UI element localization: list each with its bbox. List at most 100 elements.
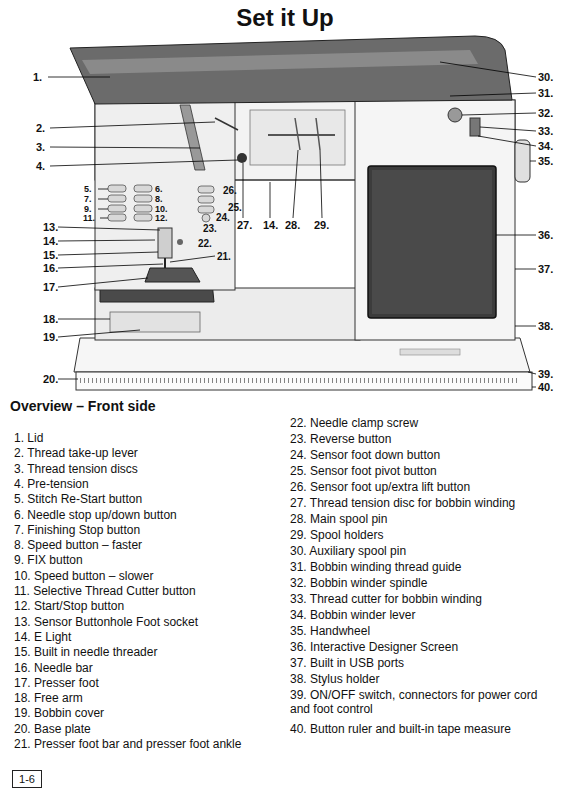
callout-number: 17. [43, 282, 58, 293]
callout-number: 30. [538, 72, 553, 83]
button-panel [198, 206, 214, 213]
machine-arm [295, 118, 300, 150]
button-panel [134, 205, 152, 212]
needle-area [180, 105, 205, 170]
leader-line [50, 122, 215, 128]
leader-line [58, 240, 155, 241]
part-list-item: 22. Needle clamp screw [290, 416, 552, 430]
part-list-item: 2. Thread take-up lever [14, 446, 284, 460]
leader-line [58, 227, 160, 230]
machine-arm [236, 181, 354, 287]
button-panel [108, 195, 126, 202]
designer-screen [368, 166, 496, 318]
needle-area [215, 118, 238, 130]
button-panel [134, 214, 152, 221]
machine-arm [95, 100, 530, 340]
leader-line [530, 161, 536, 162]
callout-number: 35. [538, 156, 553, 167]
part-list-item: 8. Speed button – faster [14, 538, 284, 552]
part-list-item: 13. Sensor Buttonhole Foot socket [14, 615, 284, 629]
base-plate [76, 372, 532, 390]
part-list-item: 27. Thread tension disc for bobbin windi… [290, 496, 552, 510]
part-list-item: 17. Presser foot [14, 676, 284, 690]
part-list-item: 25. Sensor foot pivot button [290, 464, 552, 478]
leader-line [270, 182, 271, 218]
part-list-item: 16. Needle bar [14, 661, 284, 675]
callout-number: 8. [155, 195, 163, 204]
part-list-item: 11. Selective Thread Cutter button [14, 584, 284, 598]
machine-arm [316, 118, 320, 150]
callout-number: 7. [84, 195, 92, 204]
callout-number: 9. [84, 205, 92, 214]
callout-number: 39. [538, 369, 553, 380]
button-panel [108, 185, 214, 222]
callout-number: 23. [203, 224, 217, 234]
leader-line [480, 127, 536, 131]
part-list-item: 39. ON/OFF switch, connectors for power … [290, 688, 552, 716]
part-list-item: 14. E Light [14, 630, 284, 644]
machine-arm [470, 118, 480, 136]
machine-arm [235, 180, 355, 181]
designer-screen [368, 166, 496, 318]
machine-arm [515, 140, 530, 182]
leader-line [532, 387, 536, 388]
leader-line [98, 209, 108, 210]
base-plate [80, 372, 520, 390]
section-heading: Overview – Front side [10, 399, 156, 413]
callout-number: 20. [43, 374, 58, 385]
leader-line [170, 256, 215, 262]
part-list-item: 12. Start/Stop button [14, 599, 284, 613]
part-list-item: 3. Thread tension discs [14, 462, 284, 476]
callout-number: 32. [538, 108, 553, 119]
callout-number: 40. [538, 382, 553, 393]
leader-line [450, 93, 536, 96]
callout-number: 14. [43, 236, 58, 247]
callout-number: 13. [43, 222, 58, 233]
part-list-item: 19. Bobbin cover [14, 706, 284, 720]
machine-arm [355, 100, 515, 340]
button-panel [108, 205, 126, 212]
part-list-item: 10. Speed button – slower [14, 569, 284, 583]
leader-line [293, 150, 298, 218]
callout-number: 37. [538, 264, 553, 275]
leader-line [98, 199, 108, 200]
part-list-item: 5. Stitch Re-Start button [14, 492, 284, 506]
leader-line [320, 150, 322, 218]
base-plate [400, 349, 460, 355]
leader-line [58, 278, 148, 287]
callout-number: 16. [43, 263, 58, 274]
part-list-item: 15. Built in needle threader [14, 645, 284, 659]
needle-area [145, 268, 200, 282]
callout-number: 31. [538, 88, 553, 99]
button-panel [108, 214, 126, 221]
lid [70, 36, 512, 104]
leader-line [50, 160, 238, 166]
part-list-item: 26. Sensor foot up/extra lift button [290, 480, 552, 494]
leader-line [100, 218, 108, 219]
part-list-item: 33. Thread cutter for bobbin winding [290, 592, 552, 606]
leader-line [243, 163, 244, 218]
callout-number: 22. [198, 239, 212, 249]
button-panel [108, 185, 126, 192]
callout-number: 6. [155, 185, 163, 194]
callout-number: 29. [314, 220, 329, 231]
part-list-item: 20. Base plate [14, 722, 284, 736]
part-list-item: 34. Bobbin winder lever [290, 608, 552, 622]
part-list-item: 28. Main spool pin [290, 512, 552, 526]
leader-line [50, 147, 200, 148]
leader-line [98, 189, 108, 190]
part-list-item: 21. Presser foot bar and presser foot an… [14, 737, 284, 751]
free-arm [95, 282, 360, 340]
needle-area [145, 105, 238, 282]
part-list-item: 40. Button ruler and built-in tape measu… [290, 722, 552, 736]
part-list-item: 24. Sensor foot down button [290, 448, 552, 462]
part-list-item: 23. Reverse button [290, 432, 552, 446]
button-panel [134, 185, 152, 192]
leader-line [440, 62, 536, 77]
callout-number: 15. [43, 250, 58, 261]
callout-number: 26. [223, 186, 237, 196]
callout-number: 12. [155, 214, 168, 223]
callout-number: 34. [538, 141, 553, 152]
callout-number: 2. [36, 123, 45, 134]
